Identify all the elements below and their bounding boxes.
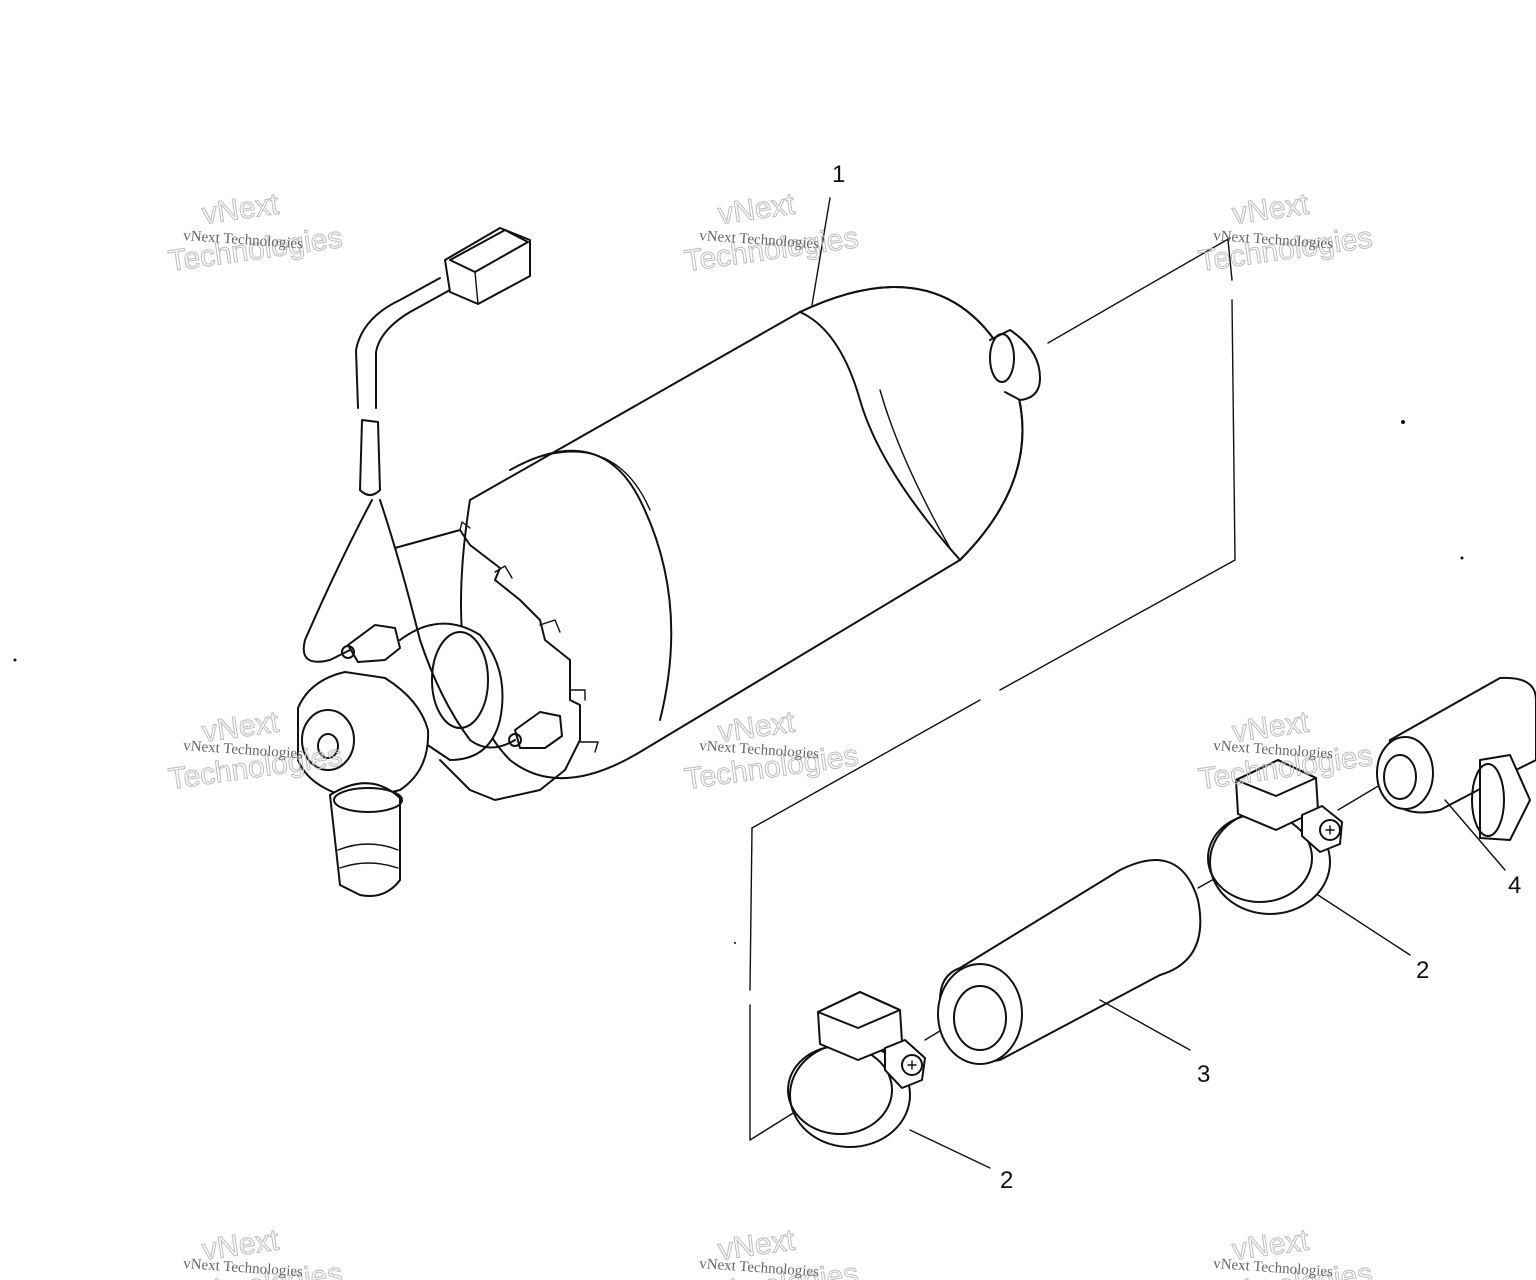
callout-2-upper: 2 <box>1416 957 1429 984</box>
scan-specks <box>13 420 1464 944</box>
hose-clamp-lower <box>787 991 926 1148</box>
watermark-text: vNext Technologies <box>699 1256 820 1280</box>
assembly-centerline <box>749 237 1381 1141</box>
callout-2-lower: 2 <box>1000 1167 1013 1194</box>
hose-fitting <box>1376 676 1536 841</box>
hose-clamp-upper <box>1207 759 1343 915</box>
watermark-brand: vNext <box>716 188 797 231</box>
callout-1: 1 <box>832 161 845 188</box>
fuel-pump <box>297 227 1041 897</box>
callout-4: 4 <box>1508 872 1521 899</box>
callout-3: 3 <box>1197 1061 1210 1088</box>
watermark-text: vNext Technologies <box>183 1256 304 1280</box>
watermark-text: vNext Technologies <box>1213 1256 1334 1280</box>
leader-lines <box>811 197 1506 1169</box>
fuel-hose <box>937 859 1202 1065</box>
watermark-brand: vNext <box>1230 188 1311 231</box>
watermark-brand: vNext <box>200 188 281 231</box>
callouts: 1 2 2 3 4 <box>832 161 1521 1194</box>
